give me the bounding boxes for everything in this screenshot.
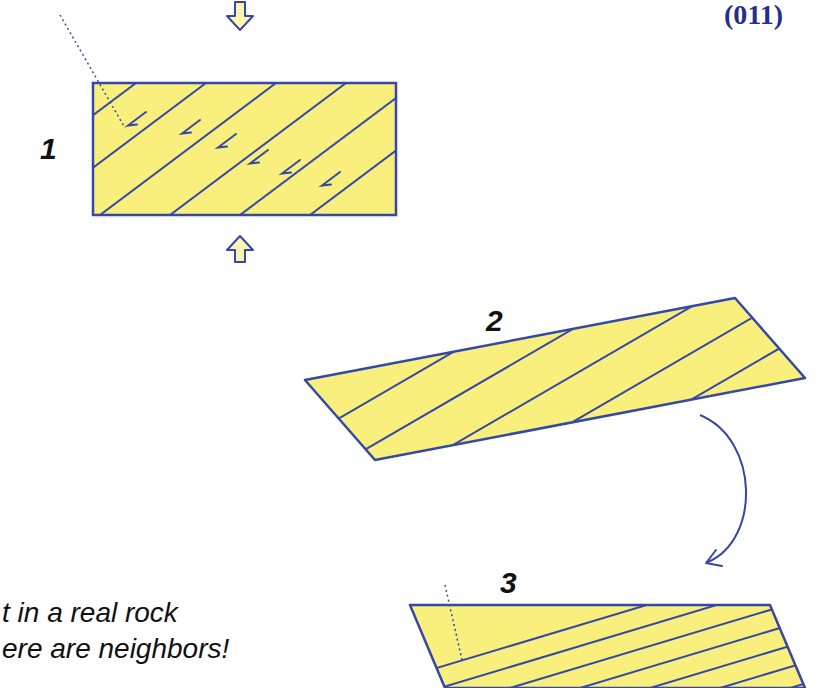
- compression-arrow: [227, 2, 253, 30]
- compression-arrow: [227, 236, 253, 262]
- figure-number: 2: [486, 304, 503, 337]
- rotation-arrow-head: [706, 550, 722, 566]
- crystal-3: [330, 580, 821, 688]
- figure-number: 3: [500, 566, 517, 599]
- note-text: ere are neighbors!: [2, 634, 229, 665]
- leader-line: [60, 15, 125, 128]
- miller-index: (011): [724, 0, 783, 31]
- rotation-arrow: [700, 415, 746, 562]
- figure-number: 1: [40, 132, 57, 165]
- crystal-2: [250, 290, 821, 470]
- leader-line: [445, 585, 462, 660]
- note-text: t in a real rock: [2, 598, 178, 629]
- crystal-1: [0, 83, 486, 215]
